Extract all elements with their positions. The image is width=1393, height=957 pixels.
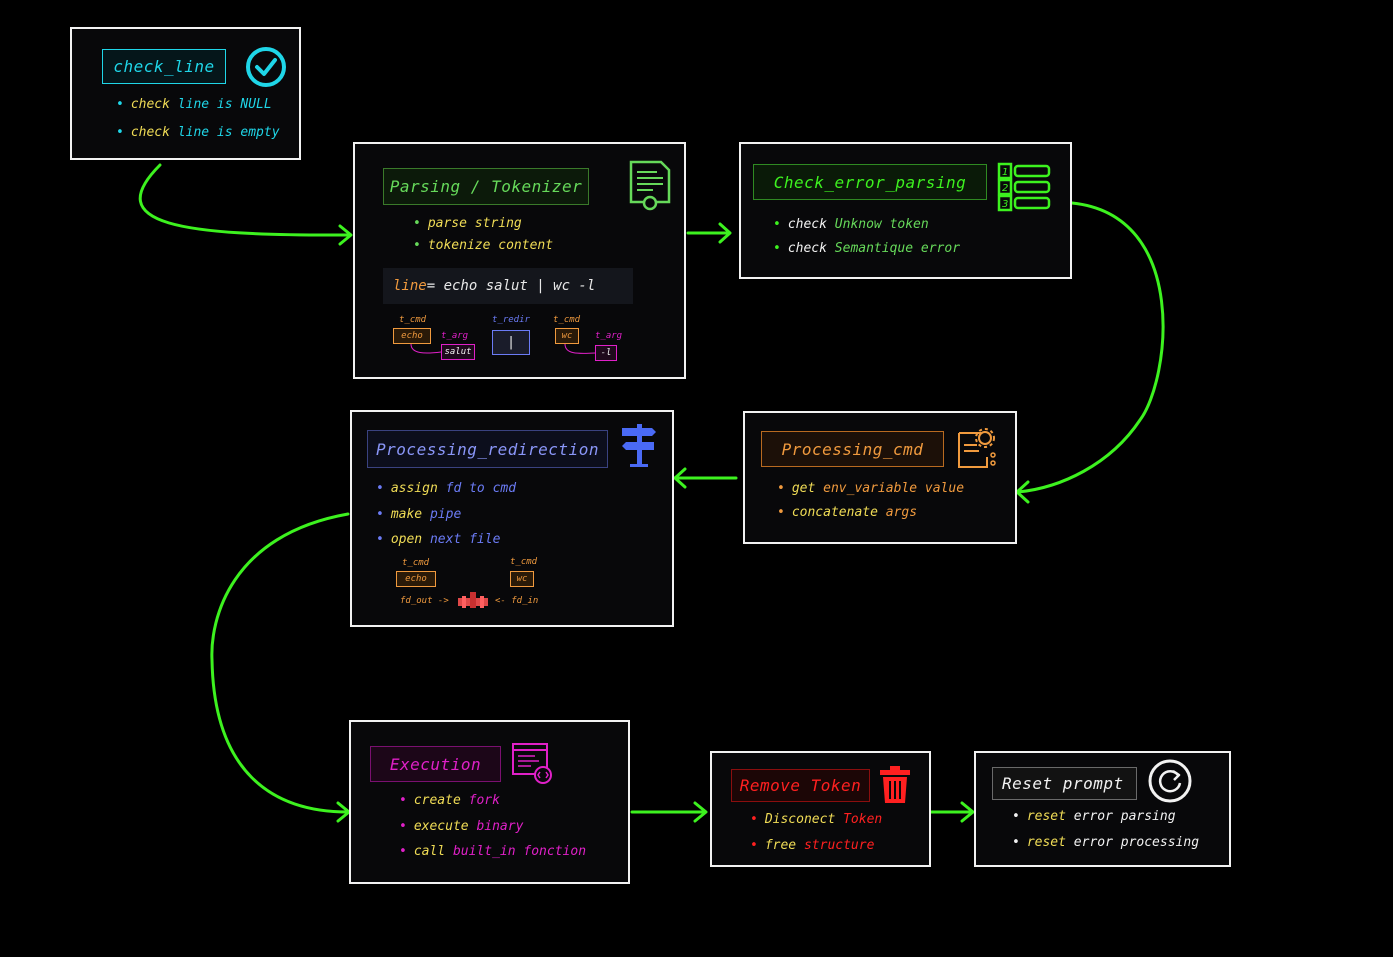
arrow-head-1 — [338, 224, 353, 246]
node-title: Check_error_parsing — [753, 164, 987, 200]
check-circle-icon — [246, 47, 286, 87]
bullet-item: •check Unknow token — [773, 217, 929, 232]
bullet-item: •create fork — [399, 793, 500, 808]
bullet-item: •open next file — [376, 532, 501, 547]
bullet-item: •parse string — [413, 216, 522, 231]
token-chip: -l — [595, 345, 617, 361]
certificate-document-icon — [629, 160, 671, 211]
code-command: = echo salut | wc -l — [426, 278, 596, 294]
bullet-item: •check line is NULL — [116, 97, 272, 112]
arrow-head-3 — [1015, 480, 1030, 504]
code-line: line = echo salut | wc -l — [383, 268, 633, 304]
reset-icon — [1148, 759, 1192, 803]
fd-in-label: <- fd_in — [495, 596, 539, 606]
pipe-icon — [458, 592, 488, 608]
node-title: Parsing / Tokenizer — [383, 168, 589, 205]
bullet-item: •execute binary — [399, 819, 524, 834]
fd-out-label: fd_out -> — [400, 596, 449, 606]
signpost-icon — [622, 424, 656, 467]
token-type-label: t_cmd — [402, 558, 430, 568]
bullet-item: •check line is empty — [116, 125, 280, 140]
bullet-item: •call built_in fonction — [399, 844, 587, 859]
token-chip: wc — [555, 328, 579, 344]
node-reset-prompt: Reset prompt •reset error parsing •reset… — [974, 751, 1231, 867]
svg-text:3: 3 — [1002, 199, 1008, 210]
token-type-label: t_arg — [595, 331, 623, 341]
code-variable: line — [393, 278, 427, 294]
node-title: Execution — [370, 746, 501, 782]
bullet-item: •free structure — [750, 838, 875, 853]
node-processing-redirection: Processing_redirection •assign fd to cmd… — [350, 410, 674, 627]
bullet-item: •reset error parsing — [1012, 809, 1176, 824]
token-type-label: t_cmd — [399, 315, 427, 325]
node-check-error-parsing: Check_error_parsing 1 2 3 •check Unknow … — [739, 142, 1072, 279]
token-links — [410, 343, 596, 354]
bullet-item: •make pipe — [376, 507, 462, 522]
token-chip: echo — [393, 328, 431, 344]
document-gear-icon — [958, 428, 996, 468]
arrow-head-7 — [960, 801, 975, 823]
node-parsing-tokenizer: Parsing / Tokenizer •parse string •token… — [353, 142, 686, 379]
bullet-item: •assign fd to cmd — [376, 481, 517, 496]
token-type-label: t_cmd — [553, 315, 581, 325]
token-type-label: t_redir — [492, 315, 530, 325]
node-title: check_line — [102, 49, 226, 84]
bullet-item: •tokenize content — [413, 238, 554, 253]
node-remove-token: Remove Token •Disconect Token •free stru… — [710, 751, 931, 867]
numbered-list-icon: 1 2 3 — [997, 162, 1051, 212]
code-window-icon — [512, 743, 552, 784]
trash-icon — [880, 766, 910, 803]
arrow-redirection-to-execution — [210, 512, 350, 814]
token-chip: wc — [510, 571, 534, 587]
token-chip: | — [492, 330, 530, 355]
token-chip: echo — [396, 571, 436, 587]
node-title: Processing_cmd — [761, 431, 944, 467]
svg-text:1: 1 — [1002, 167, 1008, 178]
arrow-head-4 — [673, 467, 687, 489]
svg-text:2: 2 — [1002, 183, 1008, 194]
node-title: Remove Token — [731, 769, 870, 802]
bullet-item: •check Semantique error — [773, 241, 961, 256]
node-title: Processing_redirection — [367, 430, 608, 468]
arrow-head-6 — [693, 801, 708, 823]
token-type-label: t_arg — [441, 331, 469, 341]
bullet-item: •Disconect Token — [750, 812, 883, 827]
arrow-head-2 — [718, 222, 732, 244]
bullet-item: •get env_variable value — [777, 481, 965, 496]
node-title: Reset prompt — [992, 767, 1137, 800]
node-check-line: check_line •check line is NULL •check li… — [70, 27, 301, 160]
bullet-item: •concatenate args — [777, 505, 918, 520]
token-chip: salut — [441, 344, 475, 360]
bullet-item: •reset error processing — [1012, 835, 1200, 850]
node-execution: Execution •create fork •execute binary •… — [349, 720, 630, 884]
token-type-label: t_cmd — [510, 557, 538, 567]
arrow-check-line-to-parsing — [138, 163, 352, 237]
arrow-check-error-to-processing-cmd — [1016, 201, 1165, 494]
node-processing-cmd: Processing_cmd •get env_variable value •… — [743, 411, 1017, 544]
